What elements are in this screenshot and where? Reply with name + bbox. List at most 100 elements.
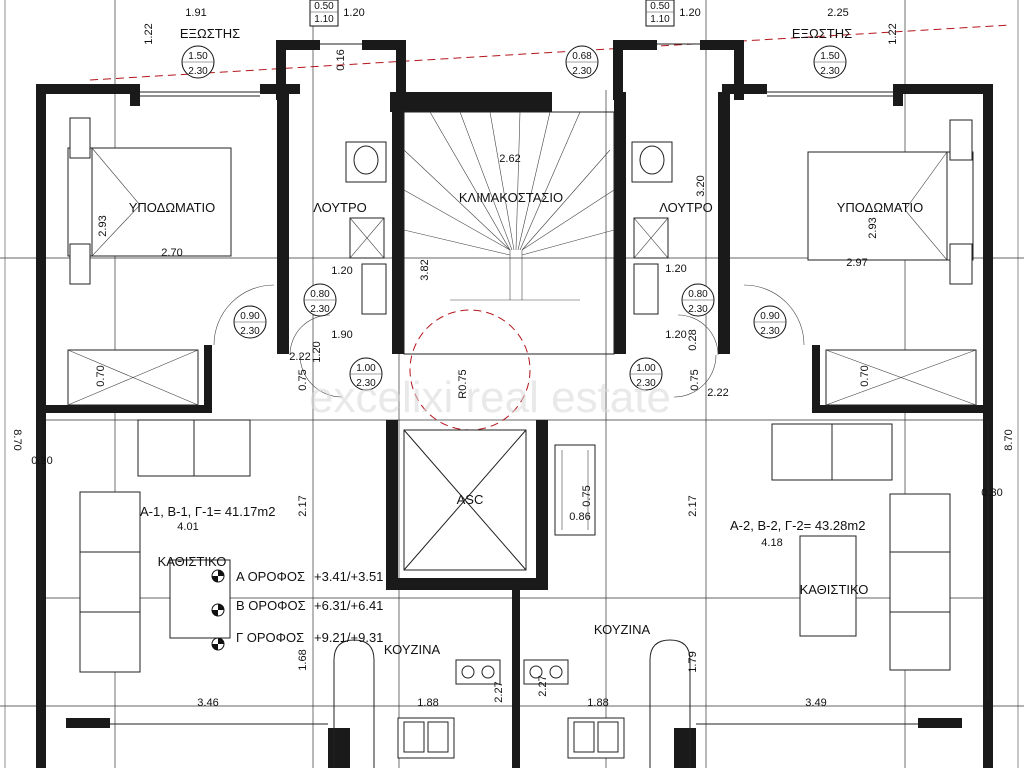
- svg-text:3.20: 3.20: [695, 175, 707, 196]
- svg-text:2.30: 2.30: [310, 304, 330, 315]
- svg-text:0.80: 0.80: [310, 289, 330, 300]
- svg-text:1.10: 1.10: [650, 14, 670, 25]
- bathroom-fixtures: [345, 141, 673, 315]
- svg-text:1.20: 1.20: [665, 329, 686, 341]
- svg-text:0.75: 0.75: [689, 369, 701, 390]
- svg-text:0.30: 0.30: [31, 455, 52, 467]
- opening-tag: 0.50 1.10: [645, 0, 675, 27]
- level-a-value: +3.41/+3.51: [314, 569, 383, 584]
- label-bedroom-right: ΥΠΟΔΩΜΑΤΙΟ: [837, 200, 924, 215]
- label-living-right: ΚΑΘΙΣΤΙΚΟ: [800, 582, 869, 597]
- dimension-labels: 1.91 1.22 1.20 1.20 2.25 1.22 2.62 3.82 …: [11, 7, 1015, 709]
- level-c-label: Γ ΟΡΟΦΟΣ: [236, 630, 304, 645]
- opening-tag: 0.90 2.30: [233, 305, 267, 339]
- svg-text:2.97: 2.97: [846, 257, 867, 269]
- svg-text:2.93: 2.93: [867, 217, 879, 238]
- svg-text:3.82: 3.82: [419, 259, 431, 280]
- svg-text:0.80: 0.80: [688, 289, 708, 300]
- svg-text:0.16: 0.16: [335, 49, 347, 70]
- property-line: [89, 24, 1011, 81]
- bed-right: [807, 119, 974, 285]
- svg-text:2.22: 2.22: [289, 351, 310, 363]
- label-kitchen-right: ΚΟΥΖΙΝΑ: [594, 622, 651, 637]
- svg-text:8.70: 8.70: [11, 429, 23, 450]
- svg-text:1.22: 1.22: [887, 23, 899, 44]
- label-bath-left: ΛΟΥΤΡΟ: [313, 200, 367, 215]
- opening-tag: 0.50 1.10: [309, 0, 339, 27]
- label-elevator: ASC: [457, 492, 484, 507]
- windows: [39, 43, 989, 725]
- svg-text:1.88: 1.88: [587, 697, 608, 709]
- svg-text:1.88: 1.88: [417, 697, 438, 709]
- svg-text:2.30: 2.30: [572, 66, 592, 77]
- svg-text:4.01: 4.01: [177, 521, 198, 533]
- opening-tag: 0.90 2.30: [753, 305, 787, 339]
- svg-text:2.30: 2.30: [760, 326, 780, 337]
- label-bath-right: ΛΟΥΤΡΟ: [659, 200, 713, 215]
- svg-text:0.30: 0.30: [981, 487, 1002, 499]
- svg-text:2.30: 2.30: [356, 378, 376, 389]
- label-exterior-right: ΕΞΩΣΤΗΣ: [792, 26, 852, 41]
- svg-text:2.17: 2.17: [297, 495, 309, 516]
- svg-text:1.79: 1.79: [687, 651, 699, 672]
- opening-tag: 0.80 2.30: [681, 283, 715, 317]
- level-markers: Α ΟΡΟΦΟΣ +3.41/+3.51 Β ΟΡΟΦΟΣ +6.31/+6.4…: [211, 569, 383, 651]
- room-labels: ΥΠΟΔΩΜΑΤΙΟ ΛΟΥΤΡΟ ΚΛΙΜΑΚΟΣΤΑΣΙΟ ΛΟΥΤΡΟ Υ…: [129, 26, 924, 657]
- svg-text:2.70: 2.70: [161, 247, 182, 259]
- svg-text:0.50: 0.50: [650, 1, 670, 12]
- opening-tag: 0.68 2.30: [565, 45, 599, 79]
- svg-text:1.20: 1.20: [665, 263, 686, 275]
- svg-text:8.70: 8.70: [1003, 429, 1015, 450]
- opening-tag: 1.50 2.30: [181, 45, 215, 79]
- svg-text:2.27: 2.27: [537, 675, 549, 696]
- svg-text:1.20: 1.20: [343, 7, 364, 19]
- svg-text:2.93: 2.93: [97, 215, 109, 236]
- opening-tag: 1.50 2.30: [813, 45, 847, 79]
- level-c-value: +9.21/+9.31: [314, 630, 383, 645]
- svg-text:2.17: 2.17: [687, 495, 699, 516]
- svg-text:1.10: 1.10: [314, 14, 334, 25]
- svg-text:2.27: 2.27: [493, 681, 505, 702]
- svg-text:1.68: 1.68: [297, 649, 309, 670]
- label-kitchen-left: ΚΟΥΖΙΝΑ: [384, 642, 441, 657]
- svg-text:1.50: 1.50: [820, 51, 840, 62]
- svg-text:1.00: 1.00: [356, 363, 376, 374]
- interior-walls: [46, 92, 983, 768]
- label-living-left: ΚΑΘΙΣΤΙΚΟ: [158, 554, 227, 569]
- svg-text:1.20: 1.20: [331, 265, 352, 277]
- svg-text:3.49: 3.49: [805, 697, 826, 709]
- kitchen-fixtures: [333, 639, 691, 768]
- level-marker-a: Α ΟΡΟΦΟΣ +3.41/+3.51: [211, 569, 383, 584]
- elevator-shaft: [403, 429, 596, 571]
- label-stair: ΚΛΙΜΑΚΟΣΤΑΣΙΟ: [459, 190, 563, 205]
- level-b-value: +6.31/+6.41: [314, 598, 383, 613]
- svg-text:1.90: 1.90: [331, 329, 352, 341]
- svg-text:R0.75: R0.75: [457, 369, 469, 398]
- svg-text:2.30: 2.30: [240, 326, 260, 337]
- svg-text:4.18: 4.18: [761, 537, 782, 549]
- svg-text:1.20: 1.20: [679, 7, 700, 19]
- area-right: A-2, B-2, Γ-2= 43.28m2: [730, 518, 865, 533]
- svg-text:0.75: 0.75: [581, 485, 593, 506]
- svg-text:2.22: 2.22: [707, 387, 728, 399]
- label-bedroom-left: ΥΠΟΔΩΜΑΤΙΟ: [129, 200, 216, 215]
- svg-text:0.28: 0.28: [687, 329, 699, 350]
- sofa-right: [771, 423, 951, 671]
- wardrobes: [67, 349, 977, 406]
- opening-tag: 1.00 2.30: [629, 357, 663, 391]
- svg-text:1.22: 1.22: [143, 23, 155, 44]
- svg-text:2.30: 2.30: [636, 378, 656, 389]
- opening-tag: 1.00 2.30: [349, 357, 383, 391]
- svg-text:1.20: 1.20: [311, 341, 323, 362]
- level-marker-c: Γ ΟΡΟΦΟΣ +9.21/+9.31: [211, 630, 383, 651]
- svg-text:2.62: 2.62: [499, 153, 520, 165]
- svg-text:0.75: 0.75: [297, 369, 309, 390]
- svg-text:1.50: 1.50: [188, 51, 208, 62]
- opening-tags: 0.50 1.10 0.50 1.10 1.50 2.30 0.68 2.30 …: [181, 0, 847, 391]
- watermark: excelixi real estate: [309, 373, 671, 422]
- level-b-label: Β ΟΡΟΦΟΣ: [236, 598, 306, 613]
- svg-text:2.30: 2.30: [688, 304, 708, 315]
- svg-text:0.90: 0.90: [760, 311, 780, 322]
- svg-text:0.86: 0.86: [569, 511, 590, 523]
